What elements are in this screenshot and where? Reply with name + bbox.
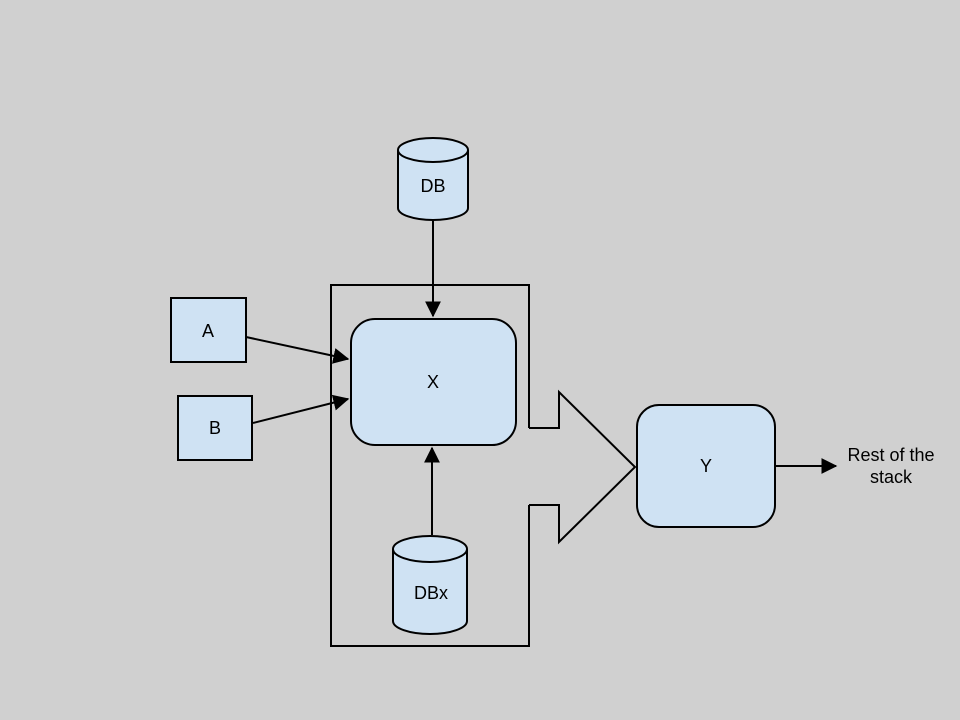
node-x-label: X [427,372,439,392]
dbx-label: DBx [414,583,448,603]
dbx-cylinder-body [392,549,468,635]
rest-of-stack-label-line1: Rest of the [847,445,934,465]
node-b-label: B [209,418,221,438]
rest-of-stack-label-line2: stack [870,467,913,487]
node-a-label: A [202,321,214,341]
node-y-label: Y [700,456,712,476]
db-label: DB [420,176,445,196]
container-group-box [330,284,530,647]
node-y [636,404,776,528]
db-cylinder-body [397,150,469,221]
node-x [350,318,517,446]
node-b [177,395,253,461]
edge-a-to-x [245,336,350,364]
node-a [170,297,247,363]
dbx-cylinder-top [392,535,468,563]
edge-b-to-x [252,394,350,424]
big-arrow-shape [529,389,637,545]
db-cylinder-top [397,137,469,163]
